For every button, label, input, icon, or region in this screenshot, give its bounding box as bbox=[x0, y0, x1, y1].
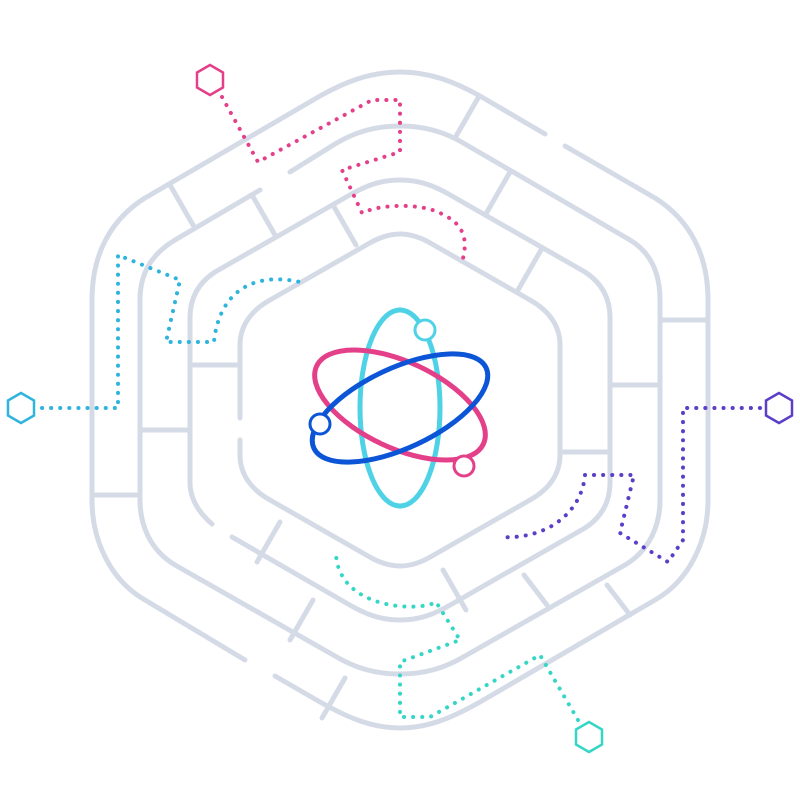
atom-orbit-pink bbox=[312, 347, 488, 463]
teal-dotted-path bbox=[334, 553, 580, 722]
maze-ring-3 bbox=[187, 177, 613, 623]
dotted-paths bbox=[40, 95, 762, 722]
maze-ring-inner bbox=[237, 231, 563, 569]
hexagon-icon bbox=[6, 391, 36, 425]
maze-ring-2 bbox=[137, 123, 663, 677]
atom-orbit-vertical bbox=[357, 307, 443, 509]
maze-ring-outer bbox=[89, 69, 711, 731]
electron-blue bbox=[308, 412, 332, 436]
atom-icon bbox=[308, 307, 491, 509]
electron-pink bbox=[452, 454, 476, 478]
hexagon-icon bbox=[764, 391, 794, 425]
hexagon-icon bbox=[195, 63, 225, 97]
hexagon-nodes bbox=[6, 63, 794, 754]
hexagon-icon bbox=[574, 720, 604, 754]
pink-dotted-path bbox=[220, 95, 467, 264]
purple-dotted-path bbox=[498, 406, 762, 565]
hexagon-maze bbox=[89, 69, 711, 731]
maze-walls bbox=[89, 95, 711, 721]
electron-cyan bbox=[413, 318, 437, 342]
atom-orbit-blue bbox=[309, 351, 491, 465]
sky-dotted-path bbox=[40, 252, 302, 410]
